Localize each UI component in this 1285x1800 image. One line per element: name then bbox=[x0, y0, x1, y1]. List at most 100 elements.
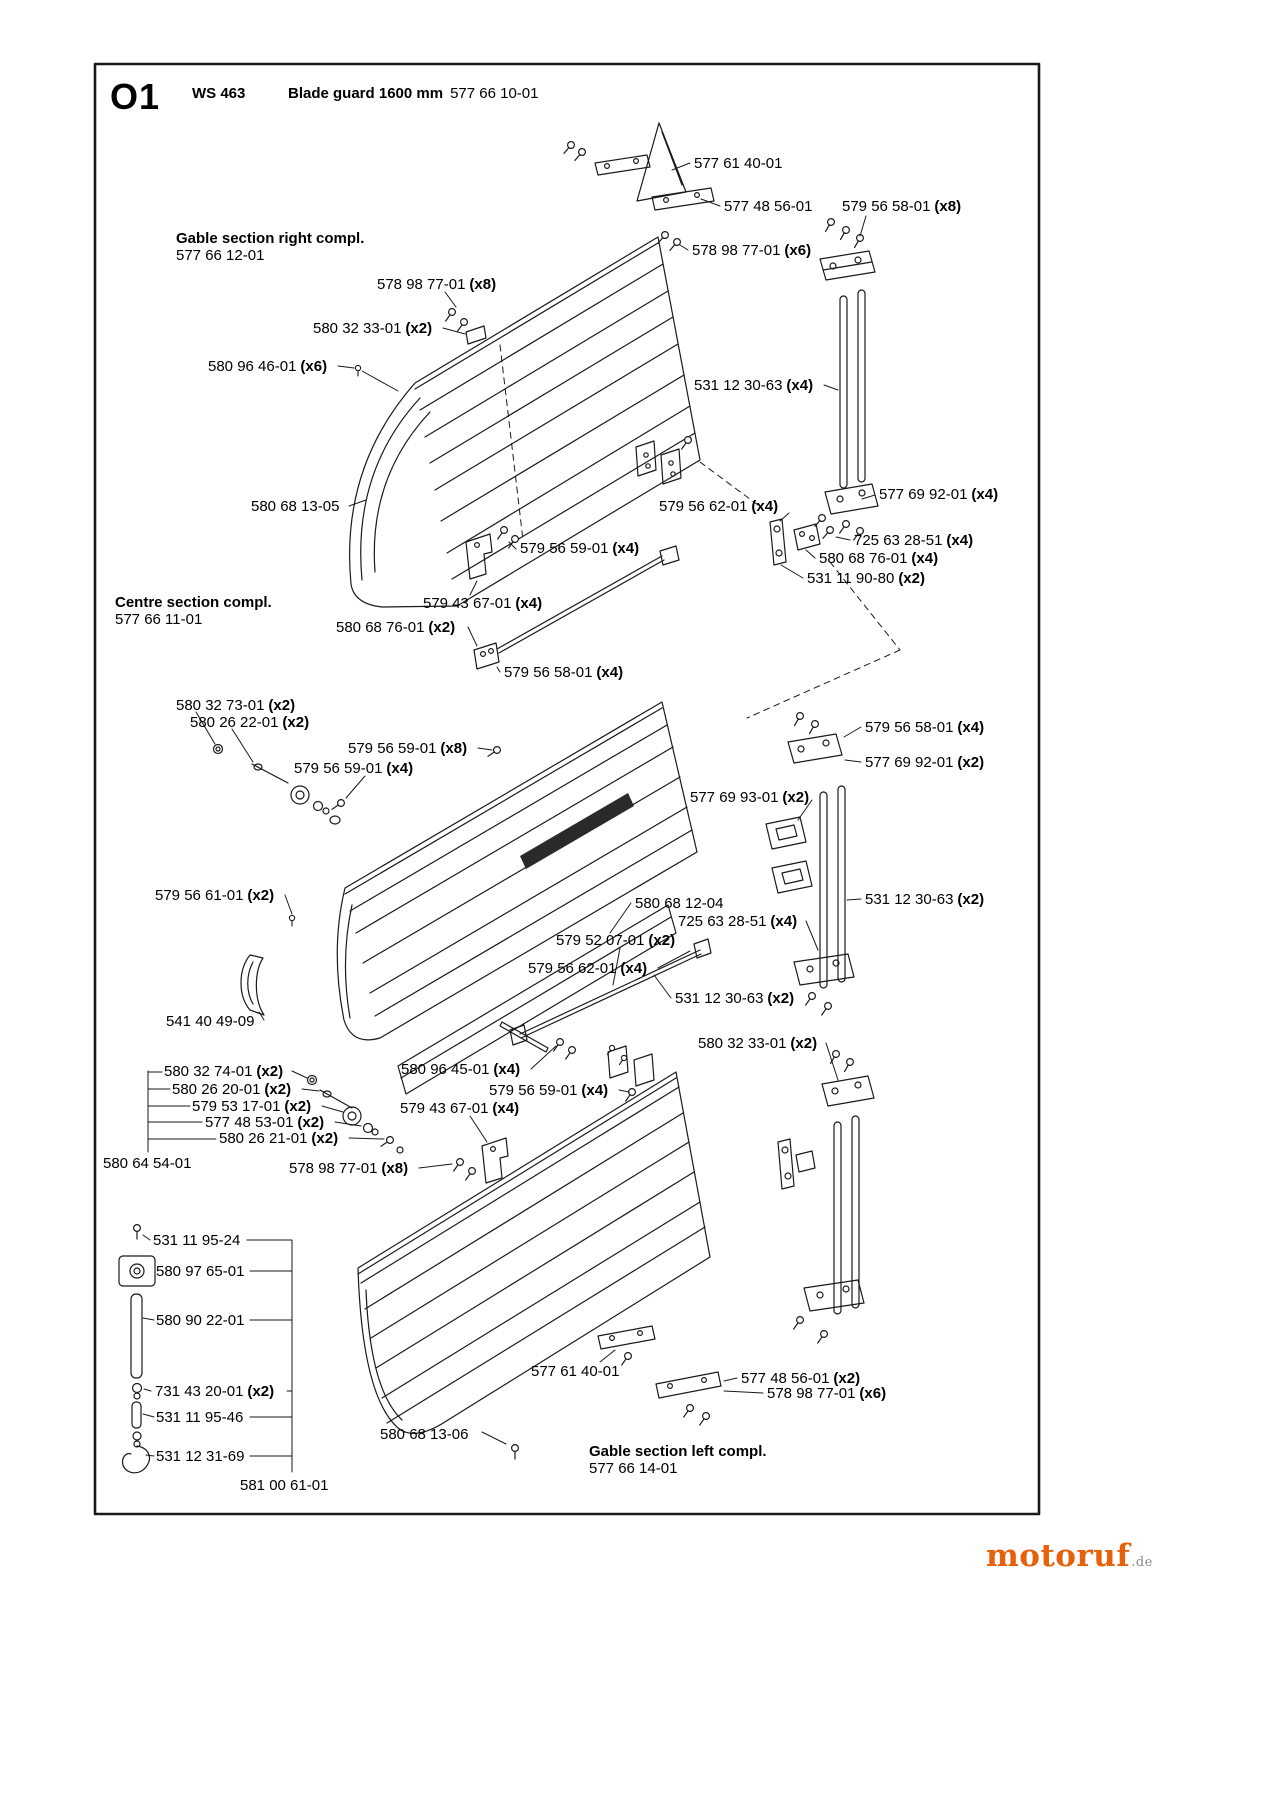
section-part-number: 577 66 14-01 bbox=[589, 1460, 678, 1477]
page-frame bbox=[93, 62, 1041, 1516]
part-qty: (x4) bbox=[493, 1061, 521, 1078]
section-name: Gable section left compl. bbox=[589, 1443, 767, 1460]
part-number: 580 32 73-01 bbox=[176, 697, 265, 714]
part-qty: (x8) bbox=[469, 276, 497, 293]
part-label: 579 56 59-01(x4) bbox=[294, 761, 413, 776]
part-label: 579 43 67-01(x4) bbox=[400, 1101, 519, 1116]
watermark-name: motoruf bbox=[986, 1538, 1131, 1574]
part-label: 580 68 76-01(x4) bbox=[819, 551, 938, 566]
part-label: 580 32 73-01(x2) bbox=[176, 698, 295, 713]
part-number: 580 68 76-01 bbox=[819, 550, 908, 567]
part-number: 579 56 58-01 bbox=[842, 198, 931, 215]
part-number: 579 53 17-01 bbox=[192, 1098, 281, 1115]
part-label: 580 26 20-01(x2) bbox=[172, 1082, 291, 1097]
part-label: 531 12 31-69 bbox=[156, 1449, 244, 1464]
part-label: 580 97 65-01 bbox=[156, 1264, 244, 1279]
part-label: 577 48 56-01 bbox=[724, 199, 812, 214]
part-number: 577 69 92-01 bbox=[879, 486, 968, 503]
part-label: 579 43 67-01(x4) bbox=[423, 596, 542, 611]
part-qty: (x2) bbox=[247, 1383, 275, 1400]
part-qty: (x2) bbox=[405, 320, 433, 337]
part-qty: (x2) bbox=[264, 1081, 292, 1098]
page-ref: O1 bbox=[110, 76, 161, 117]
part-label: 577 61 40-01 bbox=[531, 1364, 619, 1379]
part-qty: (x4) bbox=[971, 486, 999, 503]
part-label: 725 63 28-51(x4) bbox=[854, 533, 973, 548]
part-qty: (x2) bbox=[957, 891, 985, 908]
part-number: 531 12 30-63 bbox=[694, 377, 783, 394]
part-number: 579 56 59-01 bbox=[520, 540, 609, 557]
part-label: 577 69 93-01(x2) bbox=[690, 790, 809, 805]
part-qty: (x6) bbox=[784, 242, 812, 259]
part-label: 580 90 22-01 bbox=[156, 1313, 244, 1328]
handle-part bbox=[240, 954, 265, 1016]
part-label: 725 63 28-51(x4) bbox=[678, 914, 797, 929]
part-label: 577 48 53-01(x2) bbox=[205, 1115, 324, 1130]
part-qty: (x6) bbox=[859, 1385, 887, 1402]
part-qty: (x2) bbox=[648, 932, 676, 949]
label-connector-bottom-left bbox=[142, 1234, 293, 1473]
part-label: 578 98 77-01(x6) bbox=[692, 243, 811, 258]
part-number: 579 56 59-01 bbox=[294, 760, 383, 777]
title-part-number: 577 66 10-01 bbox=[450, 85, 539, 102]
part-qty: (x6) bbox=[300, 358, 328, 375]
part-qty: (x2) bbox=[898, 570, 925, 587]
roller-cluster-bottom bbox=[306, 1074, 404, 1154]
part-label: 578 98 77-01(x6) bbox=[767, 1386, 886, 1401]
section-header-gable-right: Gable section right compl.577 66 12-01 bbox=[176, 230, 364, 264]
part-number: 580 32 33-01 bbox=[698, 1035, 787, 1052]
part-qty: (x4) bbox=[492, 1100, 520, 1117]
part-number: 579 56 59-01 bbox=[348, 740, 437, 757]
part-number: 579 56 58-01 bbox=[865, 719, 954, 736]
hook-assembly-left bbox=[118, 1223, 156, 1474]
watermark-logo: motoruf.de bbox=[986, 1538, 1153, 1574]
part-number: 580 68 13-05 bbox=[251, 498, 340, 515]
part-number: 580 32 74-01 bbox=[164, 1063, 253, 1080]
hinge-cluster-right bbox=[769, 512, 836, 566]
part-number: 531 11 90-80 bbox=[807, 570, 895, 587]
cross-rod-assembly bbox=[481, 938, 712, 1184]
gable-left-panel bbox=[357, 1043, 722, 1460]
part-qty: (x2) bbox=[311, 1130, 339, 1147]
part-qty: (x2) bbox=[284, 1098, 312, 1115]
part-label: 580 32 74-01(x2) bbox=[164, 1064, 283, 1079]
part-label: 580 32 33-01(x2) bbox=[698, 1036, 817, 1051]
part-number: 580 26 22-01 bbox=[190, 714, 279, 731]
rail-assembly-top-right bbox=[819, 216, 879, 543]
rail-assembly-bottom-right bbox=[777, 1048, 875, 1346]
part-number: 531 11 95-24 bbox=[153, 1232, 241, 1249]
part-number: 580 32 33-01 bbox=[313, 320, 402, 337]
part-label: 577 61 40-01 bbox=[694, 156, 782, 171]
part-qty: (x4) bbox=[596, 664, 624, 681]
part-number: 578 98 77-01 bbox=[767, 1385, 856, 1402]
part-number: 580 68 76-01 bbox=[336, 619, 425, 636]
part-qty: (x4) bbox=[515, 595, 543, 612]
part-label: 531 11 95-46 bbox=[156, 1410, 243, 1425]
part-label: 577 69 92-01(x2) bbox=[865, 755, 984, 770]
part-qty: (x4) bbox=[620, 960, 648, 977]
part-number: 579 43 67-01 bbox=[423, 595, 512, 612]
part-number: 579 56 62-01 bbox=[659, 498, 748, 515]
part-qty: (x2) bbox=[256, 1063, 284, 1080]
part-qty: (x2) bbox=[782, 789, 810, 806]
part-number: 577 69 93-01 bbox=[690, 789, 779, 806]
model-name: WS 463 bbox=[192, 85, 246, 102]
leader-lines bbox=[195, 162, 876, 1445]
part-number: 580 96 46-01 bbox=[208, 358, 297, 375]
construction-dashed-lines bbox=[499, 344, 901, 719]
part-label: 577 69 92-01(x4) bbox=[879, 487, 998, 502]
part-number: 580 64 54-01 bbox=[103, 1155, 192, 1172]
part-label: 731 43 20-01(x2) bbox=[155, 1384, 274, 1399]
part-qty: (x2) bbox=[297, 1114, 325, 1131]
section-header-gable-left: Gable section left compl.577 66 14-01 bbox=[589, 1443, 767, 1477]
part-label: 577 48 56-01(x2) bbox=[741, 1371, 860, 1386]
part-number: 531 12 30-63 bbox=[865, 891, 954, 908]
part-qty: (x8) bbox=[381, 1160, 409, 1177]
part-number: 581 00 61-01 bbox=[240, 1477, 329, 1494]
part-number: 577 48 56-01 bbox=[724, 198, 813, 215]
part-number: 580 97 65-01 bbox=[156, 1263, 245, 1280]
section-part-number: 577 66 11-01 bbox=[115, 611, 203, 628]
part-qty: (x2) bbox=[957, 754, 985, 771]
part-number: 579 56 61-01 bbox=[155, 887, 244, 904]
